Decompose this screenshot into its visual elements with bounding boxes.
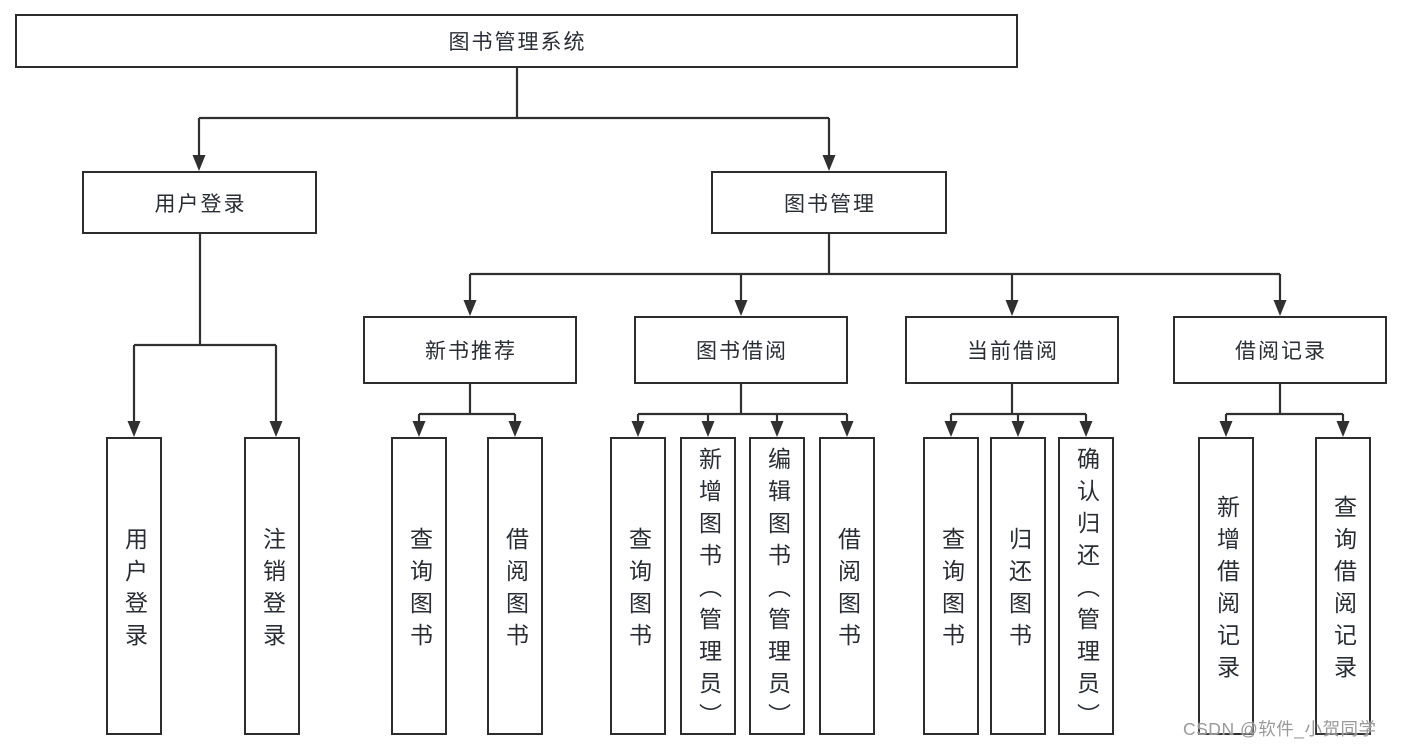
leaf-label: 归还图书 xyxy=(1005,526,1032,655)
node-label: 当前借阅 xyxy=(967,340,1059,363)
node-label: 用户登录 xyxy=(154,192,247,216)
leaf-query-books: 查询图书 xyxy=(610,437,666,735)
leaf-query-borrow-record: 查询借阅记录 xyxy=(1315,437,1371,735)
leaf-return-books: 归还图书 xyxy=(990,437,1046,735)
leaf-label: 查询借阅记录 xyxy=(1330,494,1357,687)
leaf-user-login: 用户登录 xyxy=(106,437,162,735)
leaf-label: 查询图书 xyxy=(406,526,433,655)
node-user-login: 用户登录 xyxy=(82,171,317,234)
node-label: 图书借阅 xyxy=(696,340,788,363)
node-new-book-recommendation: 新书推荐 xyxy=(363,316,577,384)
leaf-edit-books-admin: 编辑图书（管理员） xyxy=(749,437,805,735)
leaf-logout: 注销登录 xyxy=(244,437,300,735)
leaf-label: 注销登录 xyxy=(259,526,286,655)
node-label: 图书管理系统 xyxy=(448,31,587,54)
node-library-management-system: 图书管理系统 xyxy=(15,14,1018,68)
node-label: 借阅记录 xyxy=(1235,340,1327,363)
leaf-label: 查询图书 xyxy=(938,526,965,655)
leaf-query-books: 查询图书 xyxy=(923,437,979,735)
leaf-label: 确认归还（管理员） xyxy=(1073,446,1100,735)
node-book-management: 图书管理 xyxy=(711,171,947,234)
leaf-query-books: 查询图书 xyxy=(391,437,447,735)
leaf-label: 查询图书 xyxy=(625,526,652,655)
leaf-label: 新增图书（管理员） xyxy=(695,446,722,735)
node-label: 新书推荐 xyxy=(425,340,517,363)
leaf-add-borrow-record: 新增借阅记录 xyxy=(1198,437,1254,735)
leaf-add-books-admin: 新增图书（管理员） xyxy=(680,437,736,735)
leaf-confirm-return-admin: 确认归还（管理员） xyxy=(1058,437,1114,735)
leaf-label: 借阅图书 xyxy=(834,526,861,655)
node-borrowing-records: 借阅记录 xyxy=(1173,316,1387,384)
node-label: 图书管理 xyxy=(784,192,876,216)
node-book-borrowing: 图书借阅 xyxy=(634,316,848,384)
leaf-label: 用户登录 xyxy=(121,526,148,655)
leaf-borrow-books: 借阅图书 xyxy=(487,437,543,735)
watermark: CSDN @软件_小贺同学 xyxy=(1183,719,1377,739)
leaf-borrow-books: 借阅图书 xyxy=(819,437,875,735)
leaf-label: 借阅图书 xyxy=(502,526,529,655)
node-current-borrowing: 当前借阅 xyxy=(905,316,1119,384)
leaf-label: 新增借阅记录 xyxy=(1213,494,1240,687)
leaf-label: 编辑图书（管理员） xyxy=(764,446,791,735)
